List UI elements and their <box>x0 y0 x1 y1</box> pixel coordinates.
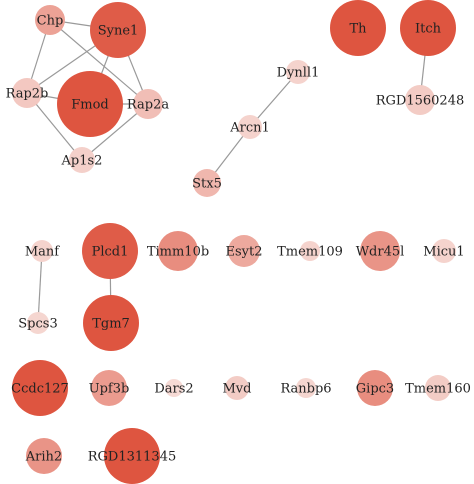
node-circle-spcs3 <box>27 312 49 334</box>
node-label-th: Th <box>349 22 367 37</box>
node-label-tmem109: Tmem109 <box>277 245 343 260</box>
node-label-upf3b: Upf3b <box>89 382 130 397</box>
node-ccdc127: Ccdc127 <box>11 360 69 416</box>
node-label-tgm7: Tgm7 <box>92 317 130 332</box>
node-circle-arcn1 <box>238 115 262 139</box>
node-itch: Itch <box>400 0 456 56</box>
node-label-gipc3: Gipc3 <box>356 382 394 397</box>
node-circle-arih2 <box>26 438 62 474</box>
node-label-mvd: Mvd <box>223 382 252 397</box>
node-fmod: Fmod <box>57 71 123 137</box>
node-syne1: Syne1 <box>90 2 146 58</box>
node-dynll1: Dynll1 <box>277 60 320 84</box>
node-th: Th <box>330 0 386 56</box>
node-label-rap2a: Rap2a <box>127 98 169 113</box>
node-ranbp6: Ranbp6 <box>280 378 332 398</box>
node-arih2: Arih2 <box>25 438 62 474</box>
node-tmem160: Tmem160 <box>405 375 471 401</box>
node-label-dars2: Dars2 <box>154 382 193 397</box>
node-label-manf: Manf <box>25 245 60 260</box>
node-label-tmem160: Tmem160 <box>405 382 471 397</box>
node-rgd1560248: RGD1560248 <box>376 85 465 115</box>
node-circle-ccdc127 <box>12 360 68 416</box>
node-label-chp: Chp <box>37 14 64 29</box>
node-circle-tmem160 <box>425 375 451 401</box>
node-label-spcs3: Spcs3 <box>18 317 57 332</box>
node-timm10b: Timm10b <box>147 231 209 271</box>
node-circle-stx5 <box>193 169 221 197</box>
node-circle-rap2a <box>133 89 163 119</box>
node-label-fmod: Fmod <box>71 98 109 113</box>
node-circle-mvd <box>225 376 249 400</box>
node-upf3b: Upf3b <box>89 370 130 406</box>
node-label-dynll1: Dynll1 <box>277 66 320 81</box>
node-chp: Chp <box>35 5 65 35</box>
node-manf: Manf <box>25 240 60 262</box>
node-mvd: Mvd <box>223 376 252 400</box>
node-circle-micu1 <box>432 239 456 263</box>
node-circle-rgd1311345 <box>104 428 160 484</box>
node-label-itch: Itch <box>415 22 442 37</box>
node-label-ccdc127: Ccdc127 <box>11 382 69 397</box>
node-wdr45l: Wdr45l <box>356 231 405 271</box>
node-tmem109: Tmem109 <box>277 241 343 261</box>
node-circle-plcd1 <box>82 223 138 279</box>
node-circle-tgm7 <box>83 295 139 351</box>
node-esyt2: Esyt2 <box>225 235 263 267</box>
node-label-timm10b: Timm10b <box>147 245 209 260</box>
node-circle-rap2b <box>12 78 42 108</box>
node-rgd1311345: RGD1311345 <box>88 428 177 484</box>
node-circle-itch <box>400 0 456 56</box>
node-circle-wdr45l <box>360 231 400 271</box>
node-label-rgd1560248: RGD1560248 <box>376 94 465 109</box>
node-rap2a: Rap2a <box>127 89 169 119</box>
node-tgm7: Tgm7 <box>83 295 139 351</box>
node-ap1s2: Ap1s2 <box>61 147 103 173</box>
node-label-micu1: Micu1 <box>423 245 464 260</box>
node-dars2: Dars2 <box>154 379 194 397</box>
node-spcs3: Spcs3 <box>18 312 58 334</box>
node-circle-dars2 <box>165 379 183 397</box>
node-label-wdr45l: Wdr45l <box>356 245 405 260</box>
node-arcn1: Arcn1 <box>229 115 270 139</box>
node-label-ranbp6: Ranbp6 <box>280 382 331 397</box>
node-stx5: Stx5 <box>192 169 222 197</box>
node-circle-esyt2 <box>228 235 260 267</box>
node-label-esyt2: Esyt2 <box>225 245 262 260</box>
node-rap2b: Rap2b <box>6 78 49 108</box>
node-circle-upf3b <box>91 370 127 406</box>
node-circle-dynll1 <box>286 60 310 84</box>
node-circle-th <box>330 0 386 56</box>
node-circle-tmem109 <box>300 241 320 261</box>
node-circle-ranbp6 <box>296 378 316 398</box>
node-label-rgd1311345: RGD1311345 <box>88 450 177 465</box>
node-circle-chp <box>35 5 65 35</box>
node-micu1: Micu1 <box>423 239 465 263</box>
node-label-rap2b: Rap2b <box>6 87 49 102</box>
node-label-plcd1: Plcd1 <box>92 245 129 260</box>
node-circle-ap1s2 <box>69 147 95 173</box>
node-label-stx5: Stx5 <box>192 177 222 192</box>
edge-chp-rap2a <box>49 19 149 105</box>
node-label-syne1: Syne1 <box>98 24 139 39</box>
node-gipc3: Gipc3 <box>356 370 394 406</box>
node-label-ap1s2: Ap1s2 <box>61 154 103 169</box>
edge-dynll1-arcn1 <box>249 71 299 128</box>
node-plcd1: Plcd1 <box>82 223 138 279</box>
node-circle-timm10b <box>158 231 198 271</box>
node-circle-fmod <box>57 71 123 137</box>
edge-manf-spcs3 <box>37 250 43 324</box>
node-label-arih2: Arih2 <box>25 450 62 465</box>
node-label-arcn1: Arcn1 <box>229 121 270 136</box>
node-circle-gipc3 <box>357 370 393 406</box>
node-circle-rgd1560248 <box>405 85 435 115</box>
node-circle-syne1 <box>90 2 146 58</box>
node-circle-manf <box>31 240 53 262</box>
